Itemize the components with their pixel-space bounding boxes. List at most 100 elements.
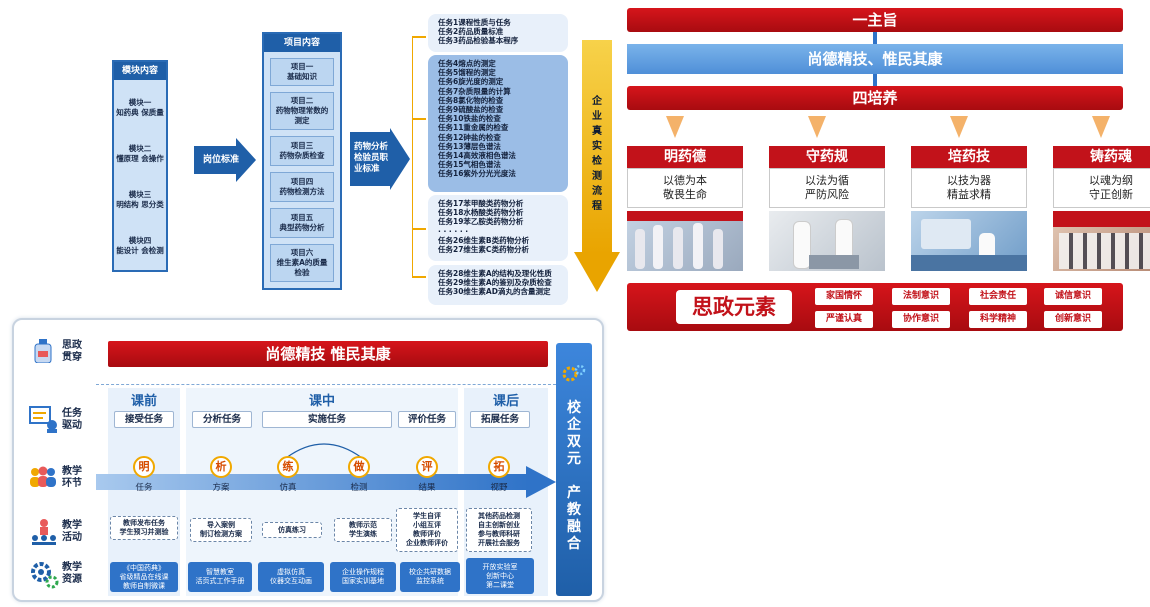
project-header: 项目内容 <box>264 34 340 52</box>
stage-after: 课后 <box>492 394 519 409</box>
step-circle: 明 <box>133 456 155 478</box>
task-label: 实施任务 <box>262 411 392 428</box>
step-circle: 拓 <box>488 456 510 478</box>
card-body: 以法为循 严防风险 <box>769 168 885 208</box>
task-label: 接受任务 <box>114 411 174 428</box>
activity-box: 其他药品检测 自主创新创业 参与教师科研 开展社会服务 <box>466 508 532 552</box>
side-column <box>556 343 592 596</box>
resource-box: 企业操作规程 国家实训基地 <box>330 562 396 592</box>
sizheng-tag: 家国情怀 <box>815 288 873 305</box>
module-item: 模块一 知药典 保质量 <box>116 98 164 117</box>
people-group-icon <box>28 464 58 490</box>
sizheng-tag: 诚信意识 <box>1044 288 1102 305</box>
module-item: 模块二 懂原理 会操作 <box>116 144 164 163</box>
resource-box: 校企共研数据 监控系统 <box>400 562 460 592</box>
card-title: 铸药魂 <box>1053 146 1150 168</box>
task-group-2: 任务4熔点的测定 任务5馏程的测定 任务6旋光度的测定 任务7杂质限量的计算 任… <box>428 55 568 192</box>
resource-box: 开放实验室 创新中心 第二课堂 <box>466 558 534 594</box>
bracket-tick <box>412 36 426 38</box>
module-item: 模块四 能设计 会检测 <box>116 236 164 255</box>
resource-box: 智慧教室 活页式工作手册 <box>188 562 252 592</box>
arrow-gangwei-label: 岗位标准 <box>203 155 240 165</box>
card-title: 明药德 <box>627 146 743 168</box>
side-text: 校 企 双 元 产 教 融 合 <box>567 400 581 552</box>
value-card: 铸药魂 以魂为纲 守正创新 <box>1053 146 1150 271</box>
value-card: 守药规 以法为循 严防风险 <box>769 146 885 271</box>
project-item: 项目六 维生素A的质量 检验 <box>270 244 334 282</box>
sizheng-tag: 社会责任 <box>969 288 1027 305</box>
motto-banner: 尚德精技 惟民其康 <box>108 341 548 367</box>
motto-bar: 尚德精技、惟民其康 <box>627 44 1123 74</box>
step-label: 仿真 <box>279 483 297 493</box>
step-circle: 评 <box>416 456 438 478</box>
project-item: 项目一 基础知识 <box>270 58 334 86</box>
card-title: 培药技 <box>911 146 1027 168</box>
sizheng-title-box <box>676 290 792 324</box>
project-item: 项目三 药物杂质检查 <box>270 136 334 166</box>
row-label: 任务 驱动 <box>62 408 82 431</box>
process-arrow-shaft <box>582 40 612 254</box>
bracket-tick <box>412 118 426 120</box>
project-item: 项目二 药物物理常数的 测定 <box>270 92 334 130</box>
stage-before: 课前 <box>130 394 157 409</box>
task-bracket <box>412 36 413 276</box>
row-label: 教学 活动 <box>62 520 82 543</box>
process-arrow-head <box>574 252 620 292</box>
down-arrow <box>1092 116 1110 138</box>
sizheng-title: 思政元素 <box>692 295 776 319</box>
task-board-icon <box>28 404 58 434</box>
sizheng-tag: 法制意识 <box>892 288 950 305</box>
step-label: 视野 <box>490 483 508 493</box>
card-body: 以魂为纲 守正创新 <box>1053 168 1150 208</box>
stage-during: 课中 <box>308 394 335 409</box>
value-card: 培药技 以技为器 精益求精 <box>911 146 1027 271</box>
photo-lab-work <box>769 211 885 271</box>
step-circle: 析 <box>210 456 232 478</box>
row-label: 思政 贯穿 <box>62 340 82 363</box>
project-column: 项目内容 项目一 基础知识 项目二 药物物理常数的 测定 项目三 药物杂质检查 … <box>262 32 342 290</box>
photo-instrument <box>911 211 1027 271</box>
resource-box: 虚拟仿真 仪器交互动画 <box>258 562 324 592</box>
divider-line <box>96 384 556 385</box>
sizheng-tag: 科学精神 <box>969 311 1027 328</box>
medicine-bottle-icon <box>30 338 56 364</box>
step-label: 方案 <box>212 483 230 493</box>
process-vertical-text: 企 业 真 实 检 测 流 程 <box>592 96 602 212</box>
module-header: 模块内容 <box>114 62 166 80</box>
card-title: 守药规 <box>769 146 885 168</box>
four-cultivate-bar: 四培养 <box>627 86 1123 110</box>
main-aim-bar: 一主旨 <box>627 8 1123 32</box>
down-arrow <box>666 116 684 138</box>
arrow-drug-label: 药物分析 检验员职 业标准 <box>354 142 389 174</box>
bracket-tick <box>412 276 426 278</box>
gears-icon <box>30 560 60 590</box>
project-item: 项目四 药物检测方法 <box>270 172 334 202</box>
sizheng-tag: 创新意识 <box>1044 311 1102 328</box>
resource-box: 《中国药典》 省级精品在线课 教师自制微课 <box>110 562 178 592</box>
photo-group <box>1053 211 1150 271</box>
step-label: 任务 <box>135 483 153 493</box>
connector-line <box>873 32 877 44</box>
step-label: 检测 <box>350 483 368 493</box>
project-item: 项目五 典型药物分析 <box>270 208 334 238</box>
activity-box: 教师发布任务 学生预习并测验 <box>110 516 178 540</box>
arrow-drug-shape <box>350 128 410 190</box>
photo-lab-team <box>627 211 743 271</box>
step-label: 结果 <box>418 483 436 493</box>
sizheng-tag: 协作意识 <box>892 311 950 328</box>
activity-box: 教师示范 学生演练 <box>334 518 392 542</box>
activity-box: 学生自评 小组互评 教师评价 企业教师评价 <box>396 508 458 552</box>
module-item: 模块三 明结构 思分类 <box>116 190 164 209</box>
card-body: 以技为器 精益求精 <box>911 168 1027 208</box>
gear-icon <box>560 362 588 386</box>
activity-box: 仿真练习 <box>262 522 322 538</box>
arrow-gangwei-shape <box>194 138 256 182</box>
card-body: 以德为本 敬畏生命 <box>627 168 743 208</box>
down-arrow <box>808 116 826 138</box>
connector-line <box>873 74 877 86</box>
flow-arrow-head <box>526 466 556 498</box>
task-group-3: 任务17苯甲酸类药物分析 任务18水杨酸类药物分析 任务19苯乙胺类药物分析 ·… <box>428 195 568 261</box>
down-arrow <box>950 116 968 138</box>
value-card: 明药德 以德为本 敬畏生命 <box>627 146 743 271</box>
module-column: 模块内容 模块一 知药典 保质量 模块二 懂原理 会操作 模块三 明结构 思分类… <box>112 60 168 272</box>
